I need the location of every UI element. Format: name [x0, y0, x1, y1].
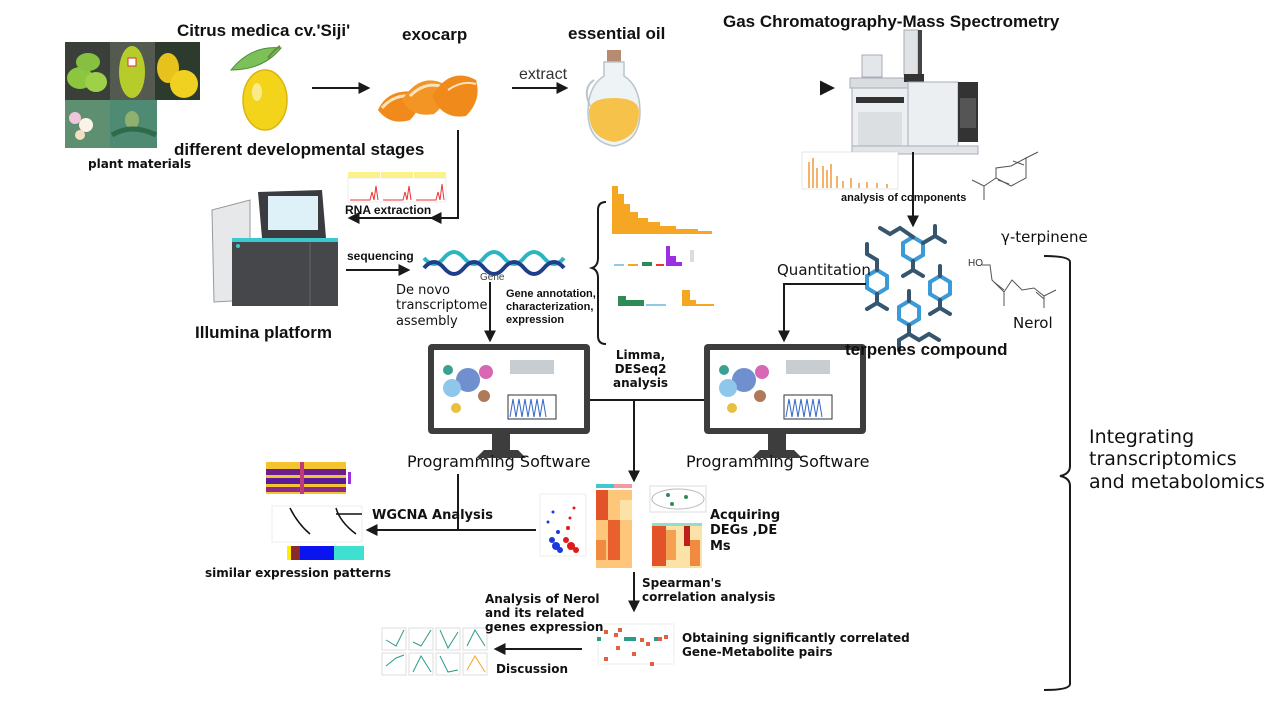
monitor-left-icon: [428, 344, 590, 458]
annotation-bracket: [588, 201, 607, 345]
nerol-line-plots: [381, 627, 488, 676]
dna-helix-icon: [422, 250, 566, 276]
annotation-charts: [612, 186, 714, 306]
correlation-dotplot: [597, 623, 675, 666]
gamma-terpinene-label: γ-terpinene: [1001, 228, 1088, 246]
wgcna-dendrogram: [271, 505, 364, 560]
similar-expression-label: similar expression patterns: [205, 566, 391, 580]
illumina-platform-label: Illumina platform: [195, 323, 332, 342]
illumina-sequencer-icon: [211, 190, 338, 306]
gamma-terpinene-structure: [971, 151, 1039, 200]
de-novo-assembly-label: De novo transcriptome assembly: [396, 283, 488, 329]
extract-label: extract: [519, 66, 568, 83]
sequencing-label: sequencing: [347, 249, 414, 263]
wgcna-heatmap: [266, 462, 351, 494]
dem-heatmap: [652, 523, 702, 568]
nerol-structure: [982, 264, 1057, 308]
acquiring-degs-label: Acquiring DEGs ,DE Ms: [710, 508, 781, 554]
monitor-right-icon: [704, 344, 866, 458]
exocarp-label: exocarp: [402, 25, 468, 44]
essential-oil-label: essential oil: [568, 24, 666, 43]
gene-label: Gene: [480, 272, 505, 283]
discussion-label: Discussion: [496, 662, 569, 676]
gene-annotation-label: Gene annotation, characterization, expre…: [506, 288, 596, 326]
volcano-plot: [539, 493, 587, 557]
pca-plot: [649, 485, 707, 513]
gcms-instrument-icon: [849, 29, 979, 155]
developmental-stages-label: different developmental stages: [174, 140, 425, 159]
oil-bottle-icon: [585, 50, 641, 147]
nerol-analysis-label: Analysis of Nerol and its related genes …: [485, 592, 604, 635]
rna-extraction-charts: [347, 172, 447, 203]
terpenes-compound-icon: [865, 224, 952, 352]
programming-software-left-label: Programming Software: [407, 452, 591, 471]
plant-photos: [65, 42, 200, 148]
plant-materials-label: plant materials: [88, 157, 192, 171]
arrow-exocarp-to-rna: [429, 130, 459, 224]
integrating-label: Integrating transcriptomics and metabolo…: [1089, 426, 1265, 493]
chromatogram-chart: [801, 151, 899, 190]
arrow-quantitation: [778, 283, 866, 343]
wgcna-analysis-label: WGCNA Analysis: [372, 508, 493, 523]
gcms-label: Gas Chromatography-Mass Spectrometry: [723, 12, 1060, 31]
programming-software-right-label: Programming Software: [686, 452, 870, 471]
limma-deseq2-label: Limma, DESeq2 analysis: [613, 348, 669, 391]
nerol-hydroxyl-label: HO: [968, 258, 983, 269]
rna-extraction-label: RNA extraction: [345, 203, 432, 217]
citrus-title: Citrus medica cv.'Siji': [177, 21, 351, 40]
lemon-icon: [229, 45, 288, 131]
deg-heatmap: [596, 484, 632, 568]
integrating-bracket: [1043, 255, 1071, 691]
spearman-label: Spearman's correlation analysis: [642, 576, 776, 605]
gene-metabolite-pairs-label: Obtaining significantly correlated Gene-…: [682, 631, 910, 660]
orange-peel-icon: [378, 75, 478, 122]
quantitation-label: Quantitation: [777, 261, 871, 279]
terpenes-compound-label: terpenes compound: [845, 340, 1008, 359]
analysis-of-components-label: analysis of components: [841, 192, 967, 204]
nerol-label: Nerol: [1013, 314, 1053, 332]
